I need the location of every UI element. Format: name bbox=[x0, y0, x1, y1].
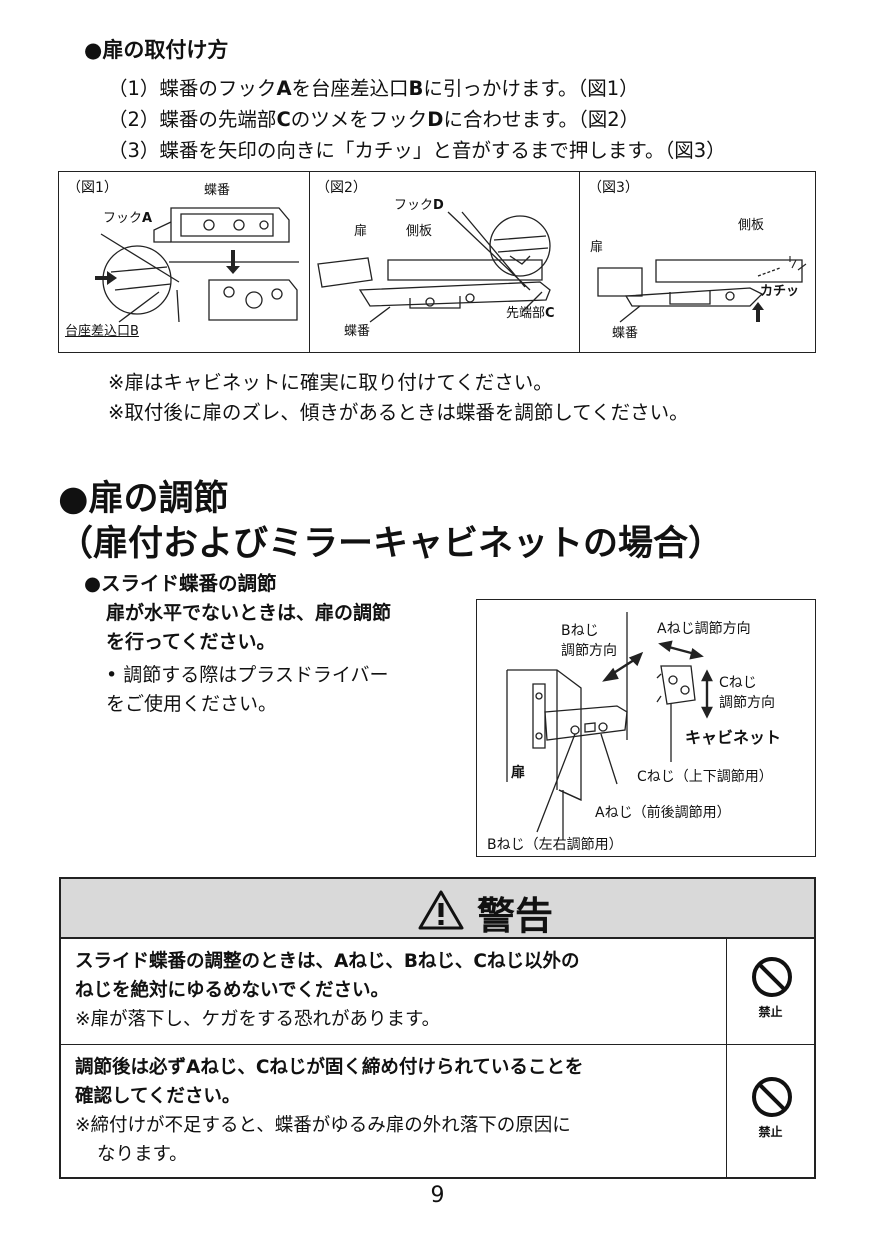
adjust-bullet-line-2: をご使用ください。 bbox=[106, 693, 278, 715]
hinge-adjust-figure: Bねじ 調節方向 Aねじ調節方向 Cねじ 調節方向 キャビネット 扉 Cねじ（上… bbox=[476, 599, 816, 857]
warning-row-2-text: 調節後は必ずAねじ、Cねじが固く締め付けられていることを 確認してください。 ※… bbox=[75, 1057, 584, 1165]
step-1: （1）蝶番のフックAを台座差込口Bに引っかけます。（図1） bbox=[108, 77, 639, 100]
adjust-intro-line-1: 扉が水平でないときは、扉の調節 bbox=[106, 602, 392, 624]
figure-2-hook-label: フックD bbox=[394, 198, 444, 213]
section-title-door-adjust: ●扉の調節 bbox=[58, 479, 229, 519]
section-subtitle-door-adjust: （扉付およびミラーキャビネットの場合） bbox=[58, 524, 724, 564]
figure-2: （図2） フックD 扉 側板 先端部C 蝶番 bbox=[309, 172, 579, 352]
warning-box: 警告 スライド蝶番の調整のときは、Aねじ、Bねじ、Cねじ以外の ねじを絶対にゆる… bbox=[59, 877, 816, 1179]
section-title-door-install: ●扉の取付け方 bbox=[84, 38, 229, 62]
a-screw-use-label: Aねじ（前後調節用） bbox=[595, 805, 731, 821]
figure-2-tip-label: 先端部C bbox=[506, 306, 555, 321]
figure-2-hinge-label: 蝶番 bbox=[344, 324, 371, 339]
figure-3-door-label: 扉 bbox=[590, 240, 604, 255]
warning-row-2: 調節後は必ずAねじ、Cねじが固く締め付けられていることを 確認してください。 ※… bbox=[61, 1045, 814, 1177]
figure-3-side-label: 側板 bbox=[738, 218, 765, 233]
page-number: 9 bbox=[430, 1183, 445, 1208]
figure-3-hinge-label: 蝶番 bbox=[612, 326, 639, 341]
prohibition-icon bbox=[752, 1077, 792, 1117]
slide-hinge-heading: ●スライド蝶番の調節 bbox=[84, 572, 277, 595]
warning-row-1-icon-cell: 禁止 bbox=[726, 939, 814, 1044]
install-figures: （図1） 蝶番 フックA 台座差込口B （図2） フックD 扉 側板 先端部C … bbox=[58, 171, 816, 353]
b-screw-dir-label-2: 調節方向 bbox=[561, 643, 617, 659]
figure-1-hook-label: フックA bbox=[103, 211, 153, 226]
figure-1: （図1） 蝶番 フックA 台座差込口B bbox=[59, 172, 309, 352]
prohibition-icon bbox=[752, 957, 792, 997]
step-3: （3）蝶番を矢印の向きに「カチッ」と音がするまで押します。（図3） bbox=[108, 139, 726, 162]
warning-header: 警告 bbox=[61, 879, 814, 939]
figure-1-slot-label: 台座差込口B bbox=[65, 324, 139, 339]
hinge-adjust-drawing bbox=[506, 612, 713, 840]
c-screw-use-label: Cねじ（上下調節用） bbox=[637, 769, 773, 785]
figure-2-label: （図2） bbox=[316, 180, 367, 196]
note-install-1: ※扉はキャビネットに確実に取り付けてください。 bbox=[108, 371, 553, 394]
b-screw-use-label: Bねじ（左右調節用） bbox=[487, 837, 623, 853]
warning-row-1-text: スライド蝶番の調整のときは、Aねじ、Bねじ、Cねじ以外の ねじを絶対にゆるめない… bbox=[75, 951, 580, 1030]
c-screw-dir-label-1: Cねじ bbox=[719, 675, 757, 691]
figure-1-label: （図1） bbox=[67, 180, 118, 196]
warning-row-1: スライド蝶番の調整のときは、Aねじ、Bねじ、Cねじ以外の ねじを絶対にゆるめない… bbox=[61, 939, 814, 1045]
adjust-intro-line-2: を行ってください。 bbox=[106, 631, 276, 653]
warning-triangle-icon bbox=[418, 890, 464, 930]
figure-3-drawing bbox=[597, 256, 807, 323]
figure-3-click-label: カチッ bbox=[760, 284, 800, 299]
figure-2-drawing bbox=[317, 211, 551, 323]
prohibition-label: 禁止 bbox=[758, 1125, 783, 1139]
c-screw-dir-label-2: 調節方向 bbox=[719, 695, 775, 711]
a-screw-dir-label: Aねじ調節方向 bbox=[657, 621, 751, 637]
b-screw-dir-label-1: Bねじ bbox=[561, 623, 599, 639]
figure-2-side-label: 側板 bbox=[406, 224, 433, 239]
figure-1-drawing bbox=[95, 207, 299, 323]
figure-1-hinge-label: 蝶番 bbox=[204, 183, 231, 198]
prohibition-label: 禁止 bbox=[758, 1005, 783, 1019]
door-label: 扉 bbox=[511, 765, 525, 781]
warning-row-2-icon-cell: 禁止 bbox=[726, 1045, 814, 1177]
cabinet-label: キャビネット bbox=[685, 728, 782, 747]
adjust-bullet-line-1: • 調節する際はプラスドライバー bbox=[106, 664, 389, 686]
figure-3-label: （図3） bbox=[588, 180, 639, 196]
step-2: （2）蝶番の先端部CのツメをフックDに合わせます。（図2） bbox=[108, 108, 640, 131]
figure-3: （図3） 扉 側板 カチッ 蝶番 bbox=[579, 172, 815, 352]
note-install-2: ※取付後に扉のズレ、傾きがあるときは蝶番を調節してください。 bbox=[108, 401, 689, 424]
figure-2-door-label: 扉 bbox=[354, 224, 368, 239]
warning-title: 警告 bbox=[477, 894, 554, 938]
